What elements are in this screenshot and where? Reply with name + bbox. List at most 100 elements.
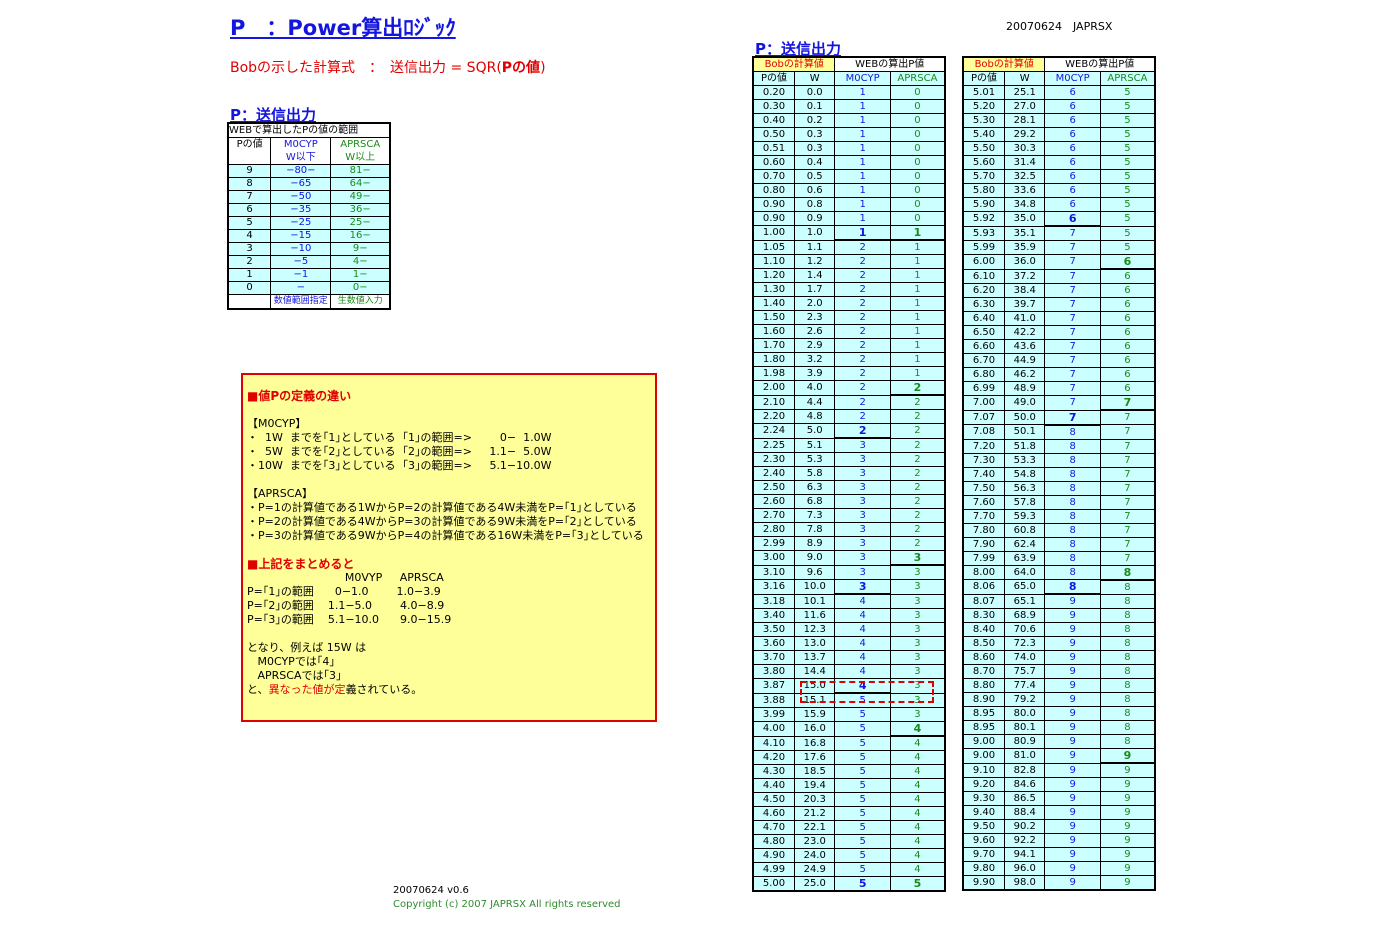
cell-aprsca: 1 — [889, 268, 946, 283]
cell-aprsca: 1 — [889, 282, 946, 297]
cell-p: 2.40 — [752, 466, 795, 481]
cell-w: 88.4 — [1003, 805, 1046, 820]
cell-m0cyp: 7 — [1044, 410, 1101, 426]
cell-w: 3.2 — [793, 352, 836, 367]
note-line: 【M0CYP】 — [247, 417, 307, 430]
note-line: M0VYP APRSCA — [247, 571, 444, 584]
range-cell-p: 3 — [227, 242, 272, 256]
cell-w: 19.4 — [793, 778, 836, 793]
cell-p: 5.01 — [962, 85, 1005, 100]
cell-p: 8.06 — [962, 579, 1005, 595]
cell-aprsca: 2 — [889, 395, 946, 410]
col-aprsca: APRSCA — [889, 71, 946, 86]
col-w: W — [793, 71, 836, 86]
cell-w: 5.8 — [793, 466, 836, 481]
cell-w: 6.8 — [793, 494, 836, 509]
cell-w: 48.9 — [1003, 381, 1046, 396]
cell-m0cyp: 5 — [834, 820, 891, 835]
cell-w: 4.8 — [793, 409, 836, 424]
cell-w: 13.0 — [793, 636, 836, 651]
cell-aprsca: 8 — [1099, 608, 1156, 623]
cell-m0cyp: 8 — [1044, 551, 1101, 566]
cell-p: 5.70 — [962, 169, 1005, 184]
cell-w: 57.8 — [1003, 495, 1046, 510]
cell-p: 3.40 — [752, 608, 795, 623]
cell-p: 3.10 — [752, 565, 795, 580]
cell-w: 44.9 — [1003, 353, 1046, 368]
cell-w: 21.2 — [793, 806, 836, 821]
cell-m0cyp: 4 — [834, 608, 891, 623]
cell-aprsca: 5 — [1099, 85, 1156, 100]
cell-w: 39.7 — [1003, 297, 1046, 312]
cell-m0cyp: 2 — [834, 409, 891, 424]
cell-w: 25.1 — [1003, 85, 1046, 100]
cell-p: 8.90 — [962, 692, 1005, 707]
cell-p: 9.30 — [962, 791, 1005, 806]
cell-p: 4.00 — [752, 721, 795, 737]
range-col-a-name: APRSCA — [340, 139, 381, 150]
note-line: ・P=2の計算値である4WからP=3の計算値である9W未満をP=｢2｣としている — [247, 515, 637, 528]
cell-aprsca: 9 — [1099, 861, 1156, 876]
cell-p: 1.80 — [752, 352, 795, 367]
cell-aprsca: 3 — [889, 622, 946, 637]
range-cell-m: −50 — [270, 190, 332, 204]
cell-w: 7.8 — [793, 522, 836, 537]
cell-aprsca: 0 — [889, 211, 946, 226]
cell-aprsca: 8 — [1099, 565, 1156, 581]
cell-p: 0.20 — [752, 85, 795, 100]
cell-aprsca: 3 — [889, 664, 946, 679]
cell-w: 96.0 — [1003, 861, 1046, 876]
cell-aprsca: 3 — [889, 565, 946, 580]
cell-m0cyp: 3 — [834, 438, 891, 453]
cell-p: 9.80 — [962, 861, 1005, 876]
col-p: Pの値 — [962, 71, 1005, 86]
cell-p: 7.07 — [962, 410, 1005, 425]
bob-header: Bobの計算値 — [962, 57, 1046, 72]
cell-p: 6.99 — [962, 381, 1005, 396]
cell-aprsca: 4 — [889, 792, 946, 807]
cell-w: 50.1 — [1003, 424, 1046, 440]
cell-aprsca: 4 — [889, 778, 946, 793]
cell-w: 8.9 — [793, 536, 836, 551]
cell-p: 3.60 — [752, 636, 795, 651]
cell-p: 0.51 — [752, 141, 795, 156]
range-cell-m: −25 — [270, 216, 332, 230]
cell-aprsca: 8 — [1099, 734, 1156, 749]
cell-m0cyp: 3 — [834, 522, 891, 537]
range-cell-a: 0− — [330, 281, 391, 295]
cell-w: 90.2 — [1003, 819, 1046, 834]
cell-m0cyp: 4 — [834, 636, 891, 651]
cell-p: 4.90 — [752, 848, 795, 863]
cell-aprsca: 8 — [1099, 579, 1156, 595]
range-foot-a: 生数値入力 — [330, 294, 391, 309]
cell-aprsca: 2 — [889, 522, 946, 537]
cell-aprsca: 6 — [1099, 297, 1156, 312]
cell-aprsca: 3 — [889, 608, 946, 623]
col-p: Pの値 — [752, 71, 795, 86]
range-cell-m: −5 — [270, 255, 332, 269]
col-aprsca: APRSCA — [1099, 71, 1156, 86]
